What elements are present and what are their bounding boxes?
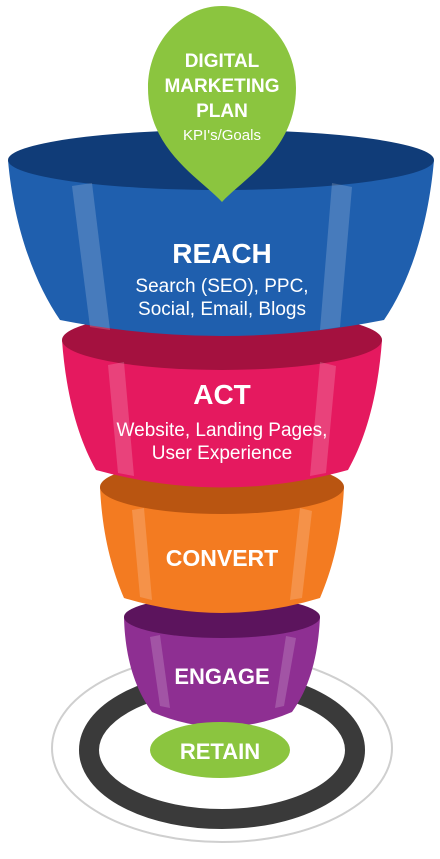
retain-pill: RETAIN: [150, 722, 290, 778]
engage-highlight-right: [275, 636, 296, 708]
pin-title-line-1: DIGITAL: [185, 51, 260, 72]
reach-highlight-right: [320, 183, 352, 330]
stage-act: ACT Website, Landing Pages, User Experie…: [62, 310, 382, 488]
engage-body: [124, 617, 320, 727]
retain-label: RETAIN: [180, 739, 260, 764]
reach-label: REACH: [172, 238, 272, 269]
act-label: ACT: [193, 379, 251, 410]
act-highlight-right: [310, 362, 336, 476]
engage-highlight: [150, 635, 170, 708]
reach-body: [8, 160, 434, 336]
act-sub-line-2: User Experience: [152, 443, 292, 464]
stage-engage: ENGAGE: [124, 596, 320, 727]
act-highlight: [108, 362, 134, 476]
retain-pill-shape: [150, 722, 290, 778]
convert-label: CONVERT: [166, 545, 278, 571]
pin-shape: [148, 6, 296, 202]
act-sub-line-1: Website, Landing Pages,: [117, 420, 328, 441]
pin-title-line-2: MARKETING: [164, 76, 279, 97]
pin-title-line-3: PLAN: [196, 101, 248, 122]
convert-body: [100, 487, 344, 613]
reach-highlight: [72, 183, 110, 330]
convert-highlight: [132, 508, 152, 600]
plan-pin: DIGITAL MARKETING PLAN KPI's/Goals: [148, 6, 296, 202]
engage-label: ENGAGE: [174, 664, 269, 689]
reach-sub-line-1: Search (SEO), PPC,: [135, 276, 308, 297]
reach-sub-line-2: Social, Email, Blogs: [138, 299, 306, 320]
convert-highlight-right: [290, 508, 312, 600]
pin-subtitle: KPI's/Goals: [183, 127, 261, 144]
act-body: [62, 340, 382, 488]
